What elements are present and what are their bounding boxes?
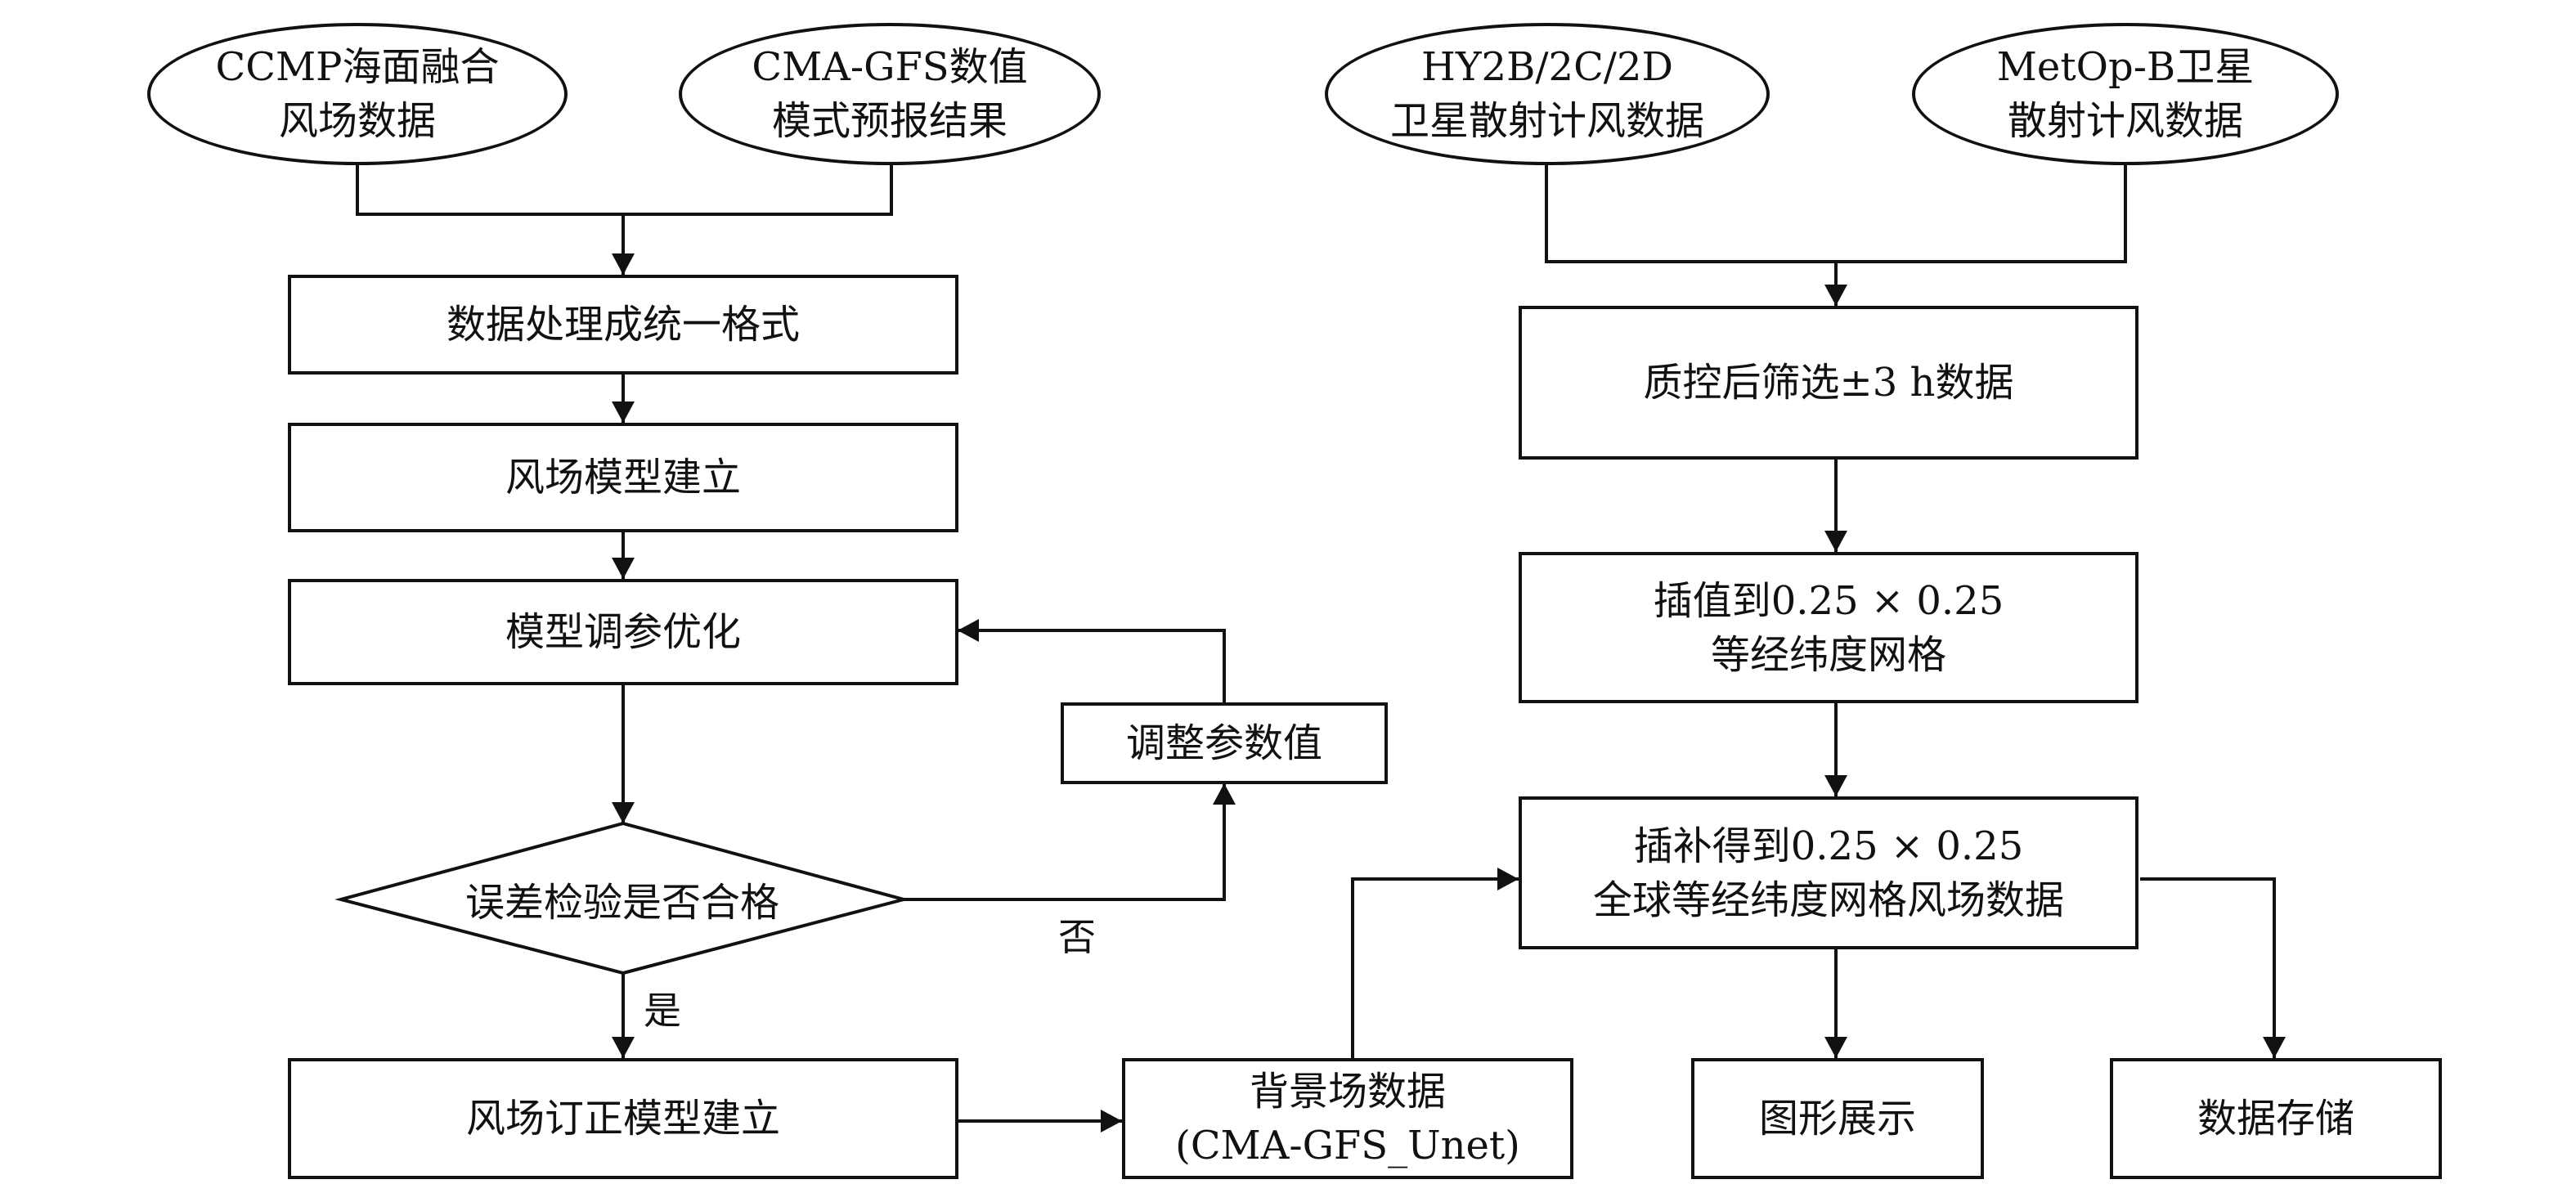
metop-line-1: MetOp-B卫星: [1996, 44, 2255, 90]
display-node: 图形展示: [1691, 1058, 1984, 1179]
storage-text: 数据存储: [2197, 1096, 2354, 1141]
arrow-check-to-adjust: [904, 783, 1226, 901]
check-diamond: [334, 821, 910, 975]
hy2b-line-2: 卫星散射计风数据: [1389, 98, 1704, 144]
metop-source-node: MetOp-B卫星 散射计风数据: [1912, 23, 2339, 165]
cmagfs-source-node: CMA-GFS数值 模式预报结果: [679, 23, 1101, 165]
check-text: 误差检验是否合格: [464, 879, 779, 926]
cmagfs-line-1: CMA-GFS数值: [752, 44, 1028, 90]
merge-line-right: [1545, 164, 2127, 263]
correct-model-node: 风场订正模型建立: [288, 1058, 958, 1179]
arrow-adjust-to-tune: [958, 629, 1226, 702]
interp-line-2: 等经纬度网格: [1710, 631, 1946, 678]
process-text: 数据处理成统一格式: [446, 302, 800, 348]
process-node: 数据处理成统一格式: [288, 275, 958, 374]
merge-line-left: [356, 164, 893, 216]
background-line-1: 背景场数据: [1249, 1069, 1446, 1115]
correct-model-text: 风场订正模型建立: [465, 1096, 780, 1141]
adjust-text: 调整参数值: [1125, 720, 1322, 766]
build-model-text: 风场模型建立: [505, 455, 741, 500]
ccmp-line-1: CCMP海面融合: [215, 44, 500, 90]
tune-node: 模型调参优化: [288, 579, 958, 685]
arrow-fill-to-storage: [2140, 877, 2276, 1058]
cmagfs-line-2: 模式预报结果: [771, 98, 1008, 144]
hy2b-line-1: HY2B/2C/2D: [1421, 44, 1673, 90]
display-text: 图形展示: [1758, 1096, 1916, 1141]
storage-node: 数据存储: [2110, 1058, 2442, 1179]
interp-line-1: 插值到0.25 × 0.25: [1653, 577, 2004, 624]
no-label: 否: [1058, 915, 1096, 959]
arrow-background-to-fill: [1351, 877, 1519, 1058]
ccmp-source-node: CCMP海面融合 风场数据: [147, 23, 568, 165]
metop-line-2: 散射计风数据: [2007, 98, 2243, 144]
background-line-2: (CMA-GFS_Unet): [1175, 1123, 1520, 1168]
interp-node: 插值到0.25 × 0.25 等经纬度网格: [1519, 552, 2138, 703]
build-model-node: 风场模型建立: [288, 423, 958, 532]
qc-node: 质控后筛选±3 h数据: [1519, 306, 2138, 460]
fill-node: 插补得到0.25 × 0.25 全球等经纬度网格风场数据: [1519, 796, 2138, 949]
tune-text: 模型调参优化: [505, 609, 741, 655]
hy2b-source-node: HY2B/2C/2D 卫星散射计风数据: [1325, 23, 1770, 165]
adjust-node: 调整参数值: [1061, 702, 1388, 784]
fill-line-2: 全球等经纬度网格风场数据: [1592, 877, 2064, 923]
check-node: 误差检验是否合格: [341, 823, 904, 973]
ccmp-line-2: 风场数据: [278, 98, 436, 144]
background-node: 背景场数据 (CMA-GFS_Unet): [1122, 1058, 1573, 1179]
qc-text: 质控后筛选±3 h数据: [1643, 360, 2014, 406]
fill-line-1: 插补得到0.25 × 0.25: [1633, 823, 2024, 869]
yes-label: 是: [644, 989, 681, 1033]
